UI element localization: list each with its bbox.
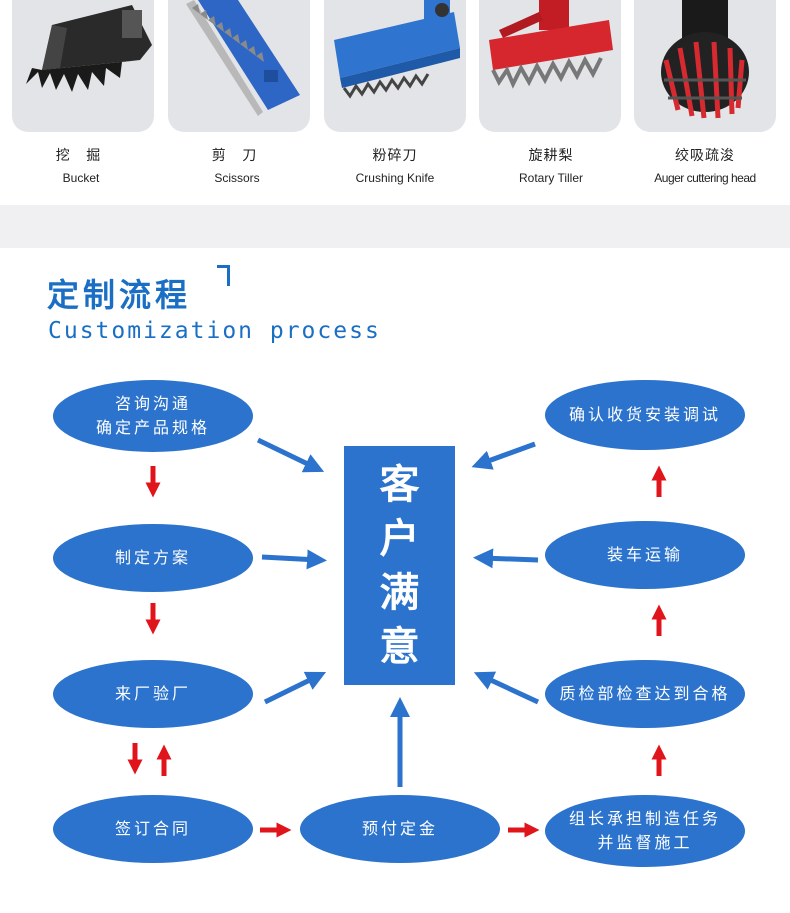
- step-prepay-label: 预付定金: [361, 819, 438, 838]
- product-name-en: Scissors: [214, 171, 260, 185]
- step-visit-label: 来厂验厂: [114, 684, 191, 703]
- product-name-en: Rotary Tiller: [518, 171, 583, 185]
- product-name-cn: 剪 刀: [211, 148, 263, 164]
- step-visit: 来厂验厂: [53, 660, 253, 728]
- step-inspect-label: 质检部检查达到合格: [559, 684, 731, 703]
- product-name-en: Auger cuttering head: [654, 171, 756, 185]
- step-contract: 签订合同: [53, 795, 253, 863]
- arrow-plan-to-center: [261, 549, 327, 570]
- product-name-cn: 旋耕梨: [528, 148, 574, 164]
- customer-satisfaction-box: 客 户 满 意: [344, 446, 455, 685]
- auger-head-image: [661, 0, 749, 119]
- step-produce: 组长承担制造任务 并监督施工: [545, 795, 745, 867]
- step-consult-line2: 确定产品规格: [95, 418, 210, 437]
- step-produce-line2: 并监督施工: [597, 833, 693, 852]
- scissors-image: [186, 0, 300, 116]
- product-name-cn: 粉碎刀: [372, 148, 418, 164]
- step-prepay: 预付定金: [300, 795, 500, 863]
- step-produce-line1: 组长承担制造任务: [568, 809, 721, 828]
- product-card-rotary-tiller[interactable]: [479, 0, 621, 132]
- title-corner-decoration: [217, 265, 230, 286]
- section-subtitle: Customization process: [48, 318, 381, 344]
- step-consult: 咨询沟通 确定产品规格: [53, 380, 253, 452]
- product-name-en: Crushing Knife: [355, 171, 435, 185]
- center-char: 客: [379, 461, 420, 508]
- section-title: 定制流程: [47, 276, 192, 314]
- step-plan: 制定方案: [53, 524, 253, 592]
- bucket-image: [26, 5, 152, 92]
- arrow-consult-to-center: [256, 437, 325, 473]
- center-char: 户: [379, 515, 420, 562]
- product-strip: 挖 掘 Bucket 剪 刀 Scissors 粉碎刀 Crushing Kni…: [0, 0, 790, 205]
- step-consult-line1: 咨询沟通: [114, 394, 191, 413]
- product-card-crushing-knife[interactable]: [324, 0, 466, 132]
- step-confirm: 确认收货安装调试: [545, 380, 745, 450]
- center-char: 意: [379, 623, 420, 670]
- rotary-tiller-image: [489, 0, 613, 89]
- step-ship: 装车运输: [545, 521, 745, 589]
- step-inspect: 质检部检查达到合格: [545, 660, 745, 728]
- product-name-en: Bucket: [62, 171, 100, 185]
- center-char: 满: [379, 569, 420, 616]
- section-divider: [0, 205, 790, 248]
- crushing-knife-image: [334, 0, 460, 99]
- product-card-scissors[interactable]: [168, 0, 310, 132]
- step-plan-label: 制定方案: [114, 548, 191, 567]
- arrow-ship-to-center: [473, 548, 539, 569]
- arrow-confirm-to-center: [471, 441, 536, 470]
- product-card-auger[interactable]: [634, 0, 776, 132]
- product-card-bucket[interactable]: [12, 0, 154, 132]
- arrow-inspect-to-center: [473, 671, 540, 705]
- product-name-cn: 挖 掘: [55, 148, 107, 164]
- product-name-cn: 绞吸疏浚: [675, 148, 735, 164]
- arrow-visit-to-center: [263, 671, 327, 705]
- step-ship-label: 装车运输: [606, 545, 683, 564]
- step-confirm-label: 确认收货安装调试: [568, 405, 721, 424]
- step-contract-label: 签订合同: [114, 819, 191, 838]
